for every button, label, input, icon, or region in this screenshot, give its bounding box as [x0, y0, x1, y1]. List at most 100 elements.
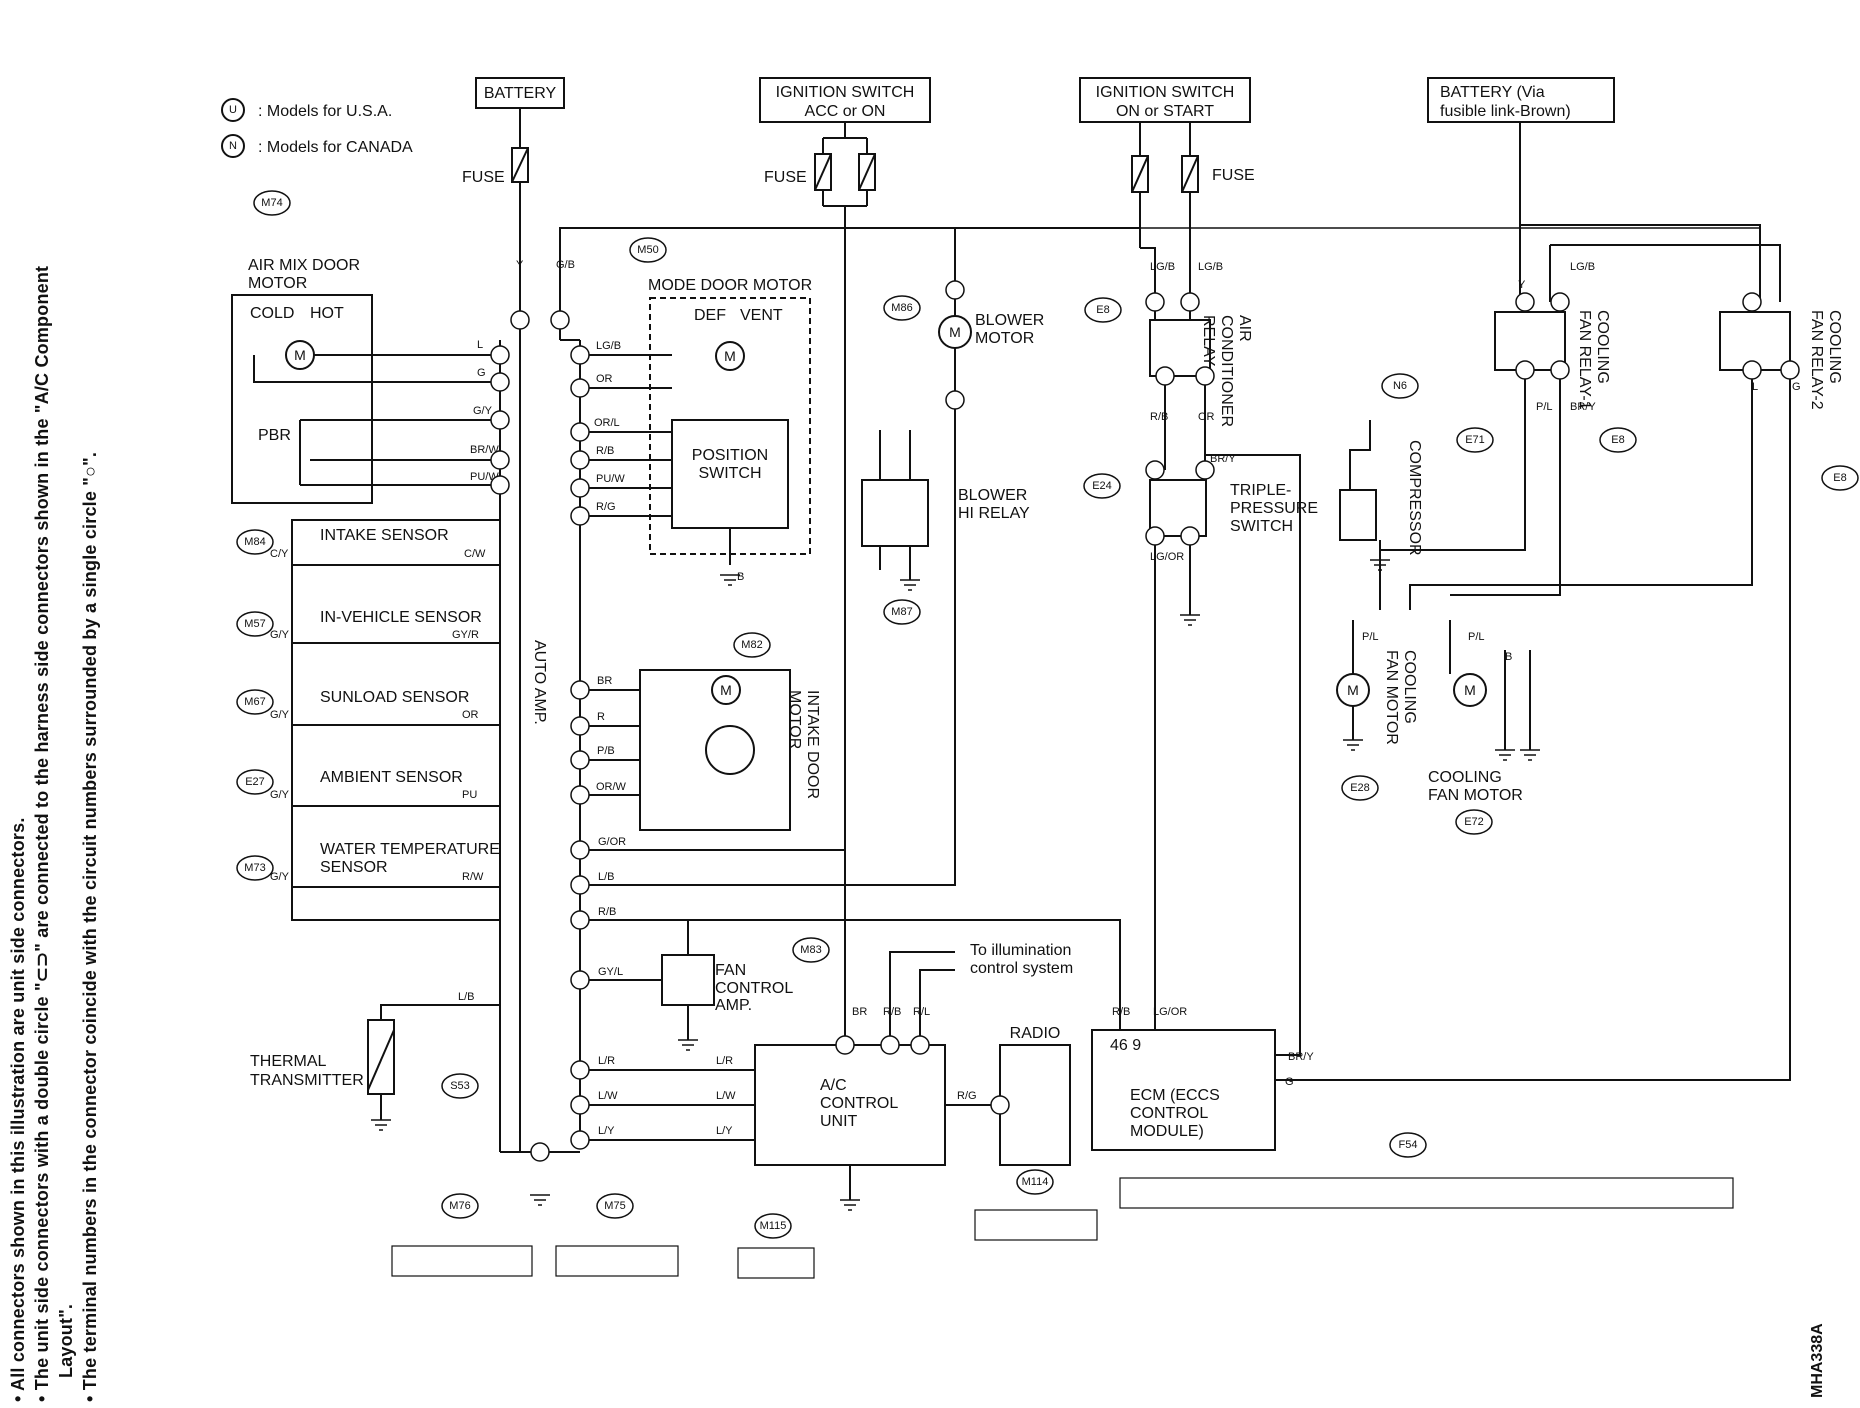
wire-color-label: G	[477, 367, 486, 379]
wire-color-label: LG/B	[1198, 261, 1223, 273]
terminal-pin	[945, 280, 965, 300]
wire-color-label: P/L	[1362, 631, 1379, 643]
connector-tag-m87: M87	[883, 599, 921, 625]
svg-text:PBR: PBR	[258, 427, 291, 444]
wire-color-label: OR/L	[594, 417, 620, 429]
compressor: COMPRESSOR	[1339, 420, 1423, 560]
battery-box: BATTERY	[475, 77, 565, 109]
terminal-pin	[570, 478, 590, 498]
svg-text:FAN MOTOR: FAN MOTOR	[1428, 787, 1523, 804]
terminal-pin	[570, 1130, 590, 1150]
terminal-pin	[1195, 460, 1215, 480]
connector-tag-label: M87	[891, 606, 912, 618]
svg-text:AMP.: AMP.	[715, 997, 752, 1014]
wire-color-label: OR	[596, 373, 613, 385]
cooling-fan-motor-1: M COOLING FAN MOTOR	[1336, 620, 1418, 745]
svg-text:CONDITIONER: CONDITIONER	[1218, 315, 1235, 427]
ground-symbols	[371, 559, 1540, 1211]
wire-color-label: R	[597, 711, 605, 723]
ignition-acc-box: IGNITION SWITCH ACC or ON	[759, 77, 931, 123]
svg-text:TRIPLE-: TRIPLE-	[1230, 482, 1291, 499]
svg-text:MOTOR: MOTOR	[786, 690, 803, 749]
connector-tag-m82: M82	[733, 632, 771, 658]
svg-text:M: M	[720, 682, 732, 698]
connector-tag-f54: F54	[1389, 1132, 1427, 1158]
svg-text:CONTROL: CONTROL	[820, 1095, 898, 1112]
svg-text:CONTROL: CONTROL	[1130, 1105, 1208, 1122]
connector-f54	[1119, 1177, 1734, 1209]
wire-color-label: BR/Y	[1210, 453, 1236, 465]
wire-color-label: L/B	[598, 871, 615, 883]
connector-tag-label: E71	[1465, 434, 1485, 446]
terminal-pin	[570, 840, 590, 860]
svg-text:M: M	[949, 324, 961, 340]
terminal-pin	[570, 970, 590, 990]
wire-color-label: R/W	[462, 871, 484, 883]
wire-color-label: BR/W	[470, 444, 499, 456]
terminal-pin	[1145, 460, 1165, 480]
svg-text:FAN MOTOR: FAN MOTOR	[1383, 650, 1400, 745]
svg-text:fusible link-Brown): fusible link-Brown)	[1440, 103, 1571, 120]
ac-control-unit: A/C CONTROL UNIT	[580, 1040, 1000, 1200]
terminal-pin	[490, 450, 510, 470]
wire-color-label: L	[477, 339, 483, 351]
wire-color-label: R/L	[913, 1006, 930, 1018]
connector-tag-m83: M83	[792, 937, 830, 963]
wire-color-label: GY/R	[452, 629, 479, 641]
connector-tag-label: M115	[760, 1220, 787, 1232]
radio: RADIO	[999, 1025, 1071, 1166]
wire-color-label: R/B	[883, 1006, 901, 1018]
terminal-pin	[1742, 360, 1762, 380]
terminal-pin	[490, 475, 510, 495]
connector-tag-label: S53	[450, 1080, 470, 1092]
terminal-pin	[490, 345, 510, 365]
connector-tag-e71: E71	[1456, 427, 1494, 453]
connector-tag-label: E28	[1350, 782, 1370, 794]
terminal-pin	[1180, 526, 1200, 546]
terminal-pin	[990, 1095, 1010, 1115]
svg-text:COOLING: COOLING	[1826, 310, 1843, 384]
svg-text:BATTERY: BATTERY	[484, 85, 557, 102]
svg-text:FAN: FAN	[715, 962, 746, 979]
terminal-pin	[570, 785, 590, 805]
terminal-pin	[1155, 366, 1175, 386]
connector-tag-m74: M74	[253, 190, 291, 216]
wire-color-label: G/Y	[270, 709, 290, 721]
wire-color-label: L/B	[458, 991, 475, 1003]
connector-tag-label: F54	[1399, 1139, 1418, 1151]
svg-text:AIR MIX DOOR: AIR MIX DOOR	[248, 257, 360, 274]
wire-color-label: Y	[516, 259, 524, 271]
terminal-pin	[1550, 360, 1570, 380]
wire-color-label: L/R	[716, 1055, 733, 1067]
svg-text:FUSE: FUSE	[764, 169, 807, 186]
svg-text:SWITCH: SWITCH	[698, 465, 761, 482]
svg-text:M: M	[1347, 682, 1359, 698]
wire-color-label: G/B	[556, 259, 575, 271]
connector-tag-label: M73	[244, 862, 265, 874]
svg-text:A/C: A/C	[820, 1077, 847, 1094]
cooling-fan-motor-2: M COOLING FAN MOTOR	[1428, 620, 1531, 804]
cooling-fan-relay-2: COOLING FAN RELAY-2	[1275, 310, 1843, 1081]
terminal-pin	[1515, 360, 1535, 380]
connector-tag-n6: N6	[1381, 373, 1419, 399]
connector-tag-label: M74	[261, 197, 282, 209]
connector-tag-label: M82	[741, 639, 762, 651]
terminal-pin	[570, 910, 590, 930]
terminal-pin	[1145, 292, 1165, 312]
wire-color-label: R/G	[596, 501, 616, 513]
fan-control-amp: FAN CONTROL AMP.	[580, 920, 793, 1040]
wire-color-label: G/Y	[270, 871, 290, 883]
cooling-fan-relay-1: COOLING FAN RELAY-1	[1379, 310, 1611, 610]
wire-color-label: L/W	[598, 1090, 618, 1102]
terminal-pin	[490, 410, 510, 430]
connector-tag-m76: M76	[441, 1193, 479, 1219]
wire-color-label: L/Y	[598, 1125, 615, 1137]
svg-text:MODULE): MODULE)	[1130, 1123, 1204, 1140]
connector-tag-label: E72	[1464, 816, 1484, 828]
fuse-acc: FUSE	[764, 122, 876, 228]
terminal-pin	[570, 450, 590, 470]
wire-color-label: G/OR	[598, 836, 626, 848]
terminal-pin	[835, 1035, 855, 1055]
wire-color-label: B	[1505, 651, 1512, 663]
